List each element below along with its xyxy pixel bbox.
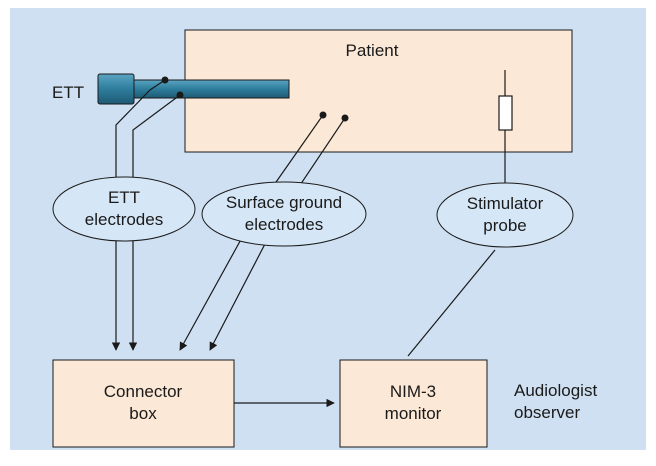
connector-box-label-1: Connector (104, 382, 183, 401)
surface-ground-ellipse (201, 181, 367, 247)
stimulator-probe-label-2: probe (483, 216, 526, 235)
surface-electrode-dot-1 (319, 111, 327, 119)
nim-monitor-label-2: monitor (385, 404, 442, 423)
ett-label: ETT (52, 83, 84, 102)
nim-monitor-box (339, 359, 488, 448)
audiologist-label-2: observer (514, 403, 580, 422)
surface-ground-label-1: Surface ground (226, 193, 342, 212)
connector-box (52, 359, 235, 448)
stimulator-probe-label-1: Stimulator (467, 194, 544, 213)
ett-electrodes-label-1: ETT (108, 188, 140, 207)
ett-electrodes-label-2: electrodes (85, 210, 163, 229)
patient-label: Patient (346, 41, 399, 60)
ett-electrodes-ellipse (52, 176, 196, 242)
stimulator-to-monitor-wire (407, 249, 496, 357)
stimulator-probe-icon (498, 95, 513, 131)
ett-connector (97, 73, 135, 105)
ett-electrode-dot-1 (161, 76, 169, 84)
stimulator-probe-ellipse (436, 182, 574, 248)
nim-monitor-label-1: NIM-3 (390, 382, 436, 401)
audiologist-label-1: Audiologist (514, 381, 597, 400)
surface-ground-label-2: electrodes (245, 215, 323, 234)
ett-electrode-dot-2 (176, 91, 184, 99)
ett-wire-2 (128, 94, 181, 351)
surface-electrode-dot-2 (341, 114, 349, 122)
ett-tube (133, 79, 290, 99)
connector-box-label-2: box (129, 404, 157, 423)
